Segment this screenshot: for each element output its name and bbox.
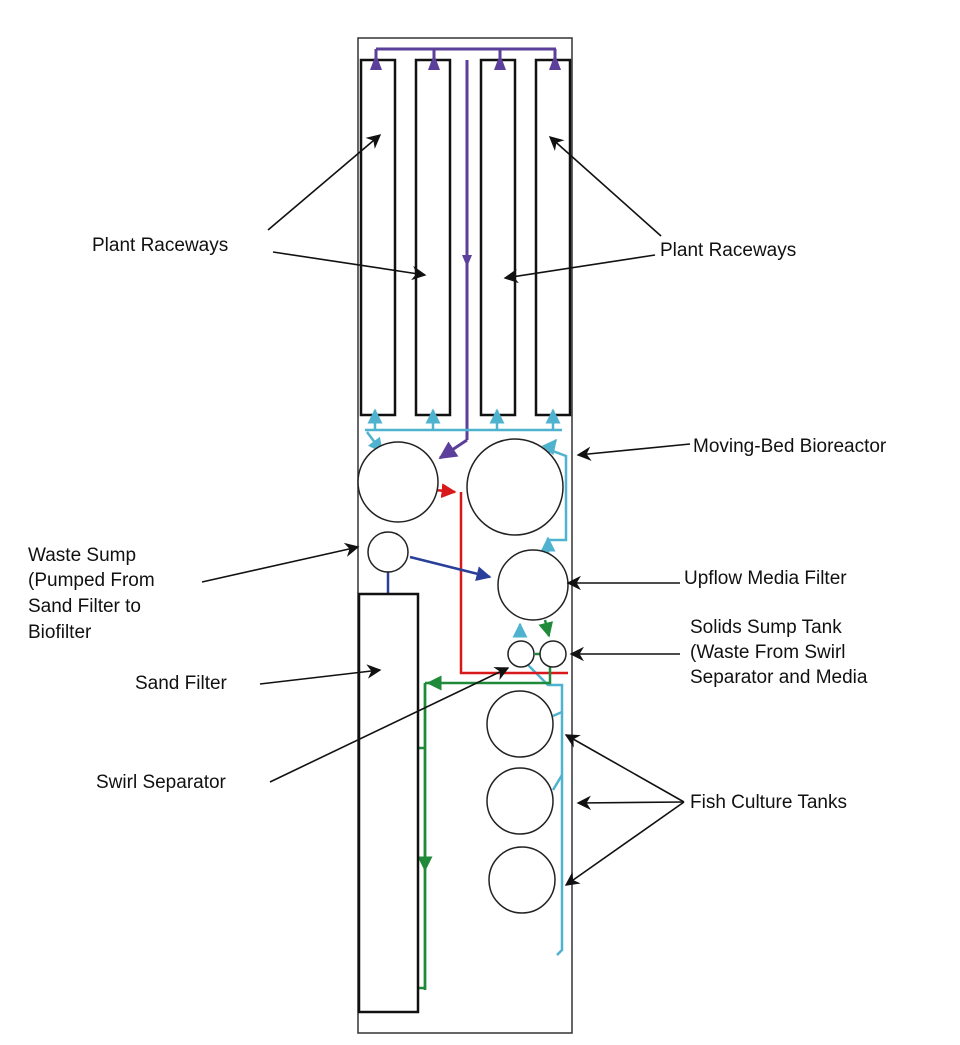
leader-arrows xyxy=(201,134,691,886)
plant-raceway-4[interactable] xyxy=(534,58,572,417)
navy-flow-lines xyxy=(386,555,492,594)
labels: Plant Raceways Plant Raceways Moving-Bed… xyxy=(28,235,887,813)
leader-fish-tank-2 xyxy=(576,795,685,811)
label-waste-sump-line1: Waste Sump xyxy=(28,545,136,566)
label-plant-raceways-right: Plant Raceways xyxy=(660,240,796,261)
leader-raceway-2 xyxy=(272,251,427,281)
label-solids-sump-line3: Separator and Media xyxy=(690,667,868,688)
leader-raceway-3 xyxy=(503,254,656,284)
upflow-media-filter-tank[interactable] xyxy=(497,549,569,621)
cyan-flow-lines xyxy=(365,408,568,956)
label-fish-culture-tanks: Fish Culture Tanks xyxy=(690,792,847,813)
plant-raceway-1[interactable] xyxy=(359,58,397,417)
purple-flow-lines xyxy=(370,47,561,460)
fish-culture-tank-2[interactable] xyxy=(486,767,554,835)
label-waste-sump-line4: Biofilter xyxy=(28,622,92,643)
facility-boundary xyxy=(357,37,573,1034)
waste-sump-tank[interactable] xyxy=(367,531,409,573)
purple-arrow-2 xyxy=(428,54,440,70)
leader-moving-bed-bioreactor xyxy=(576,443,691,461)
label-upflow-media-filter: Upflow Media Filter xyxy=(684,568,847,589)
leader-fish-tank-1 xyxy=(564,734,685,803)
purple-arrow-3 xyxy=(494,54,506,70)
solids-sump-tank[interactable] xyxy=(539,640,567,668)
red-flow-lines xyxy=(434,483,568,675)
fish-culture-tank-1[interactable] xyxy=(486,690,554,758)
label-swirl-separator: Swirl Separator xyxy=(96,772,227,793)
purple-arrow-1 xyxy=(370,54,382,70)
purple-down-arrow xyxy=(462,255,472,267)
label-sand-filter: Sand Filter xyxy=(135,673,228,694)
label-moving-bed-bioreactor: Moving-Bed Bioreactor xyxy=(693,436,887,457)
leader-swirl-separator xyxy=(269,667,510,783)
sand-filter[interactable] xyxy=(357,592,420,1014)
label-solids-sump-line1: Solids Sump Tank xyxy=(690,617,842,638)
label-plant-raceways-left: Plant Raceways xyxy=(92,235,228,256)
label-waste-sump-line3: Sand Filter to xyxy=(28,596,141,617)
purple-arrow-4 xyxy=(549,54,561,70)
label-waste-sump-line2: (Pumped From xyxy=(28,570,155,591)
leader-waste-sump xyxy=(201,542,360,583)
plant-raceway-3[interactable] xyxy=(479,58,517,417)
tanks xyxy=(357,438,569,914)
swirl-separator-tank[interactable] xyxy=(507,640,535,668)
tank-left-large[interactable] xyxy=(357,441,439,523)
label-solids-sump-line2: (Waste From Swirl xyxy=(690,642,846,663)
leader-raceway-1 xyxy=(267,134,382,231)
leader-raceway-4 xyxy=(548,136,662,237)
leader-fish-tank-3 xyxy=(564,801,685,886)
plant-raceway-2[interactable] xyxy=(414,58,452,417)
fish-culture-tank-3[interactable] xyxy=(488,846,556,914)
leader-sand-filter xyxy=(259,664,382,685)
moving-bed-bioreactor-tank[interactable] xyxy=(466,438,564,536)
